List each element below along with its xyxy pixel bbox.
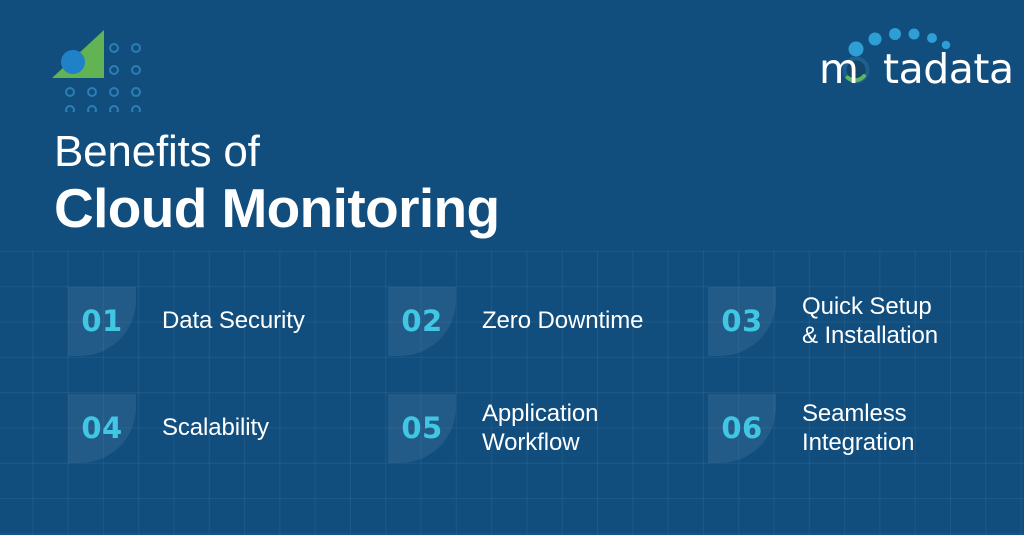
benefit-number-badge: 02 [388, 287, 456, 356]
benefit-label: Application Workflow [482, 400, 599, 456]
benefit-item-03: 03 Quick Setup & Installation [708, 287, 992, 356]
logo-wordmark-after: tadata [883, 45, 1014, 93]
benefit-item-02: 02 Zero Downtime [388, 287, 708, 356]
benefit-number-badge: 01 [68, 287, 136, 356]
logo-wordmark-before: m [819, 45, 859, 93]
triangle-dots-mark-icon [52, 30, 144, 115]
benefit-item-04: 04 Scalability [68, 394, 388, 463]
benefit-number: 04 [81, 411, 123, 445]
page-title: Benefits of Cloud Monitoring [54, 128, 754, 238]
benefit-item-06: 06 Seamless Integration [708, 394, 992, 463]
benefit-number: 05 [401, 411, 443, 445]
benefit-number-badge: 05 [388, 394, 456, 463]
benefit-number: 03 [721, 304, 763, 338]
logo-wordmark: motadata [819, 49, 1014, 90]
benefit-number: 01 [81, 304, 123, 338]
motadata-logo: motadata [819, 26, 1014, 90]
benefit-label: Scalability [162, 414, 269, 442]
benefit-item-01: 01 Data Security [68, 287, 388, 356]
benefit-number-badge: 03 [708, 287, 776, 356]
benefit-number-badge: 06 [708, 394, 776, 463]
benefit-label: Seamless Integration [802, 400, 915, 456]
benefit-label: Zero Downtime [482, 307, 644, 335]
benefit-number: 02 [401, 304, 443, 338]
benefit-label: Data Security [162, 307, 305, 335]
benefit-label: Quick Setup & Installation [802, 293, 939, 349]
benefit-item-05: 05 Application Workflow [388, 394, 708, 463]
page-title-line-2: Cloud Monitoring [54, 176, 500, 239]
benefits-list: 01 Data Security 02 Zero Downtime 03 Qui… [68, 287, 992, 463]
logo-arc-dots-icon [842, 28, 951, 84]
benefit-number: 06 [721, 411, 763, 445]
logo-wordmark-ring-space: o [858, 45, 883, 93]
benefit-number-badge: 04 [68, 394, 136, 463]
page-title-line-1: Benefits of [54, 127, 260, 176]
